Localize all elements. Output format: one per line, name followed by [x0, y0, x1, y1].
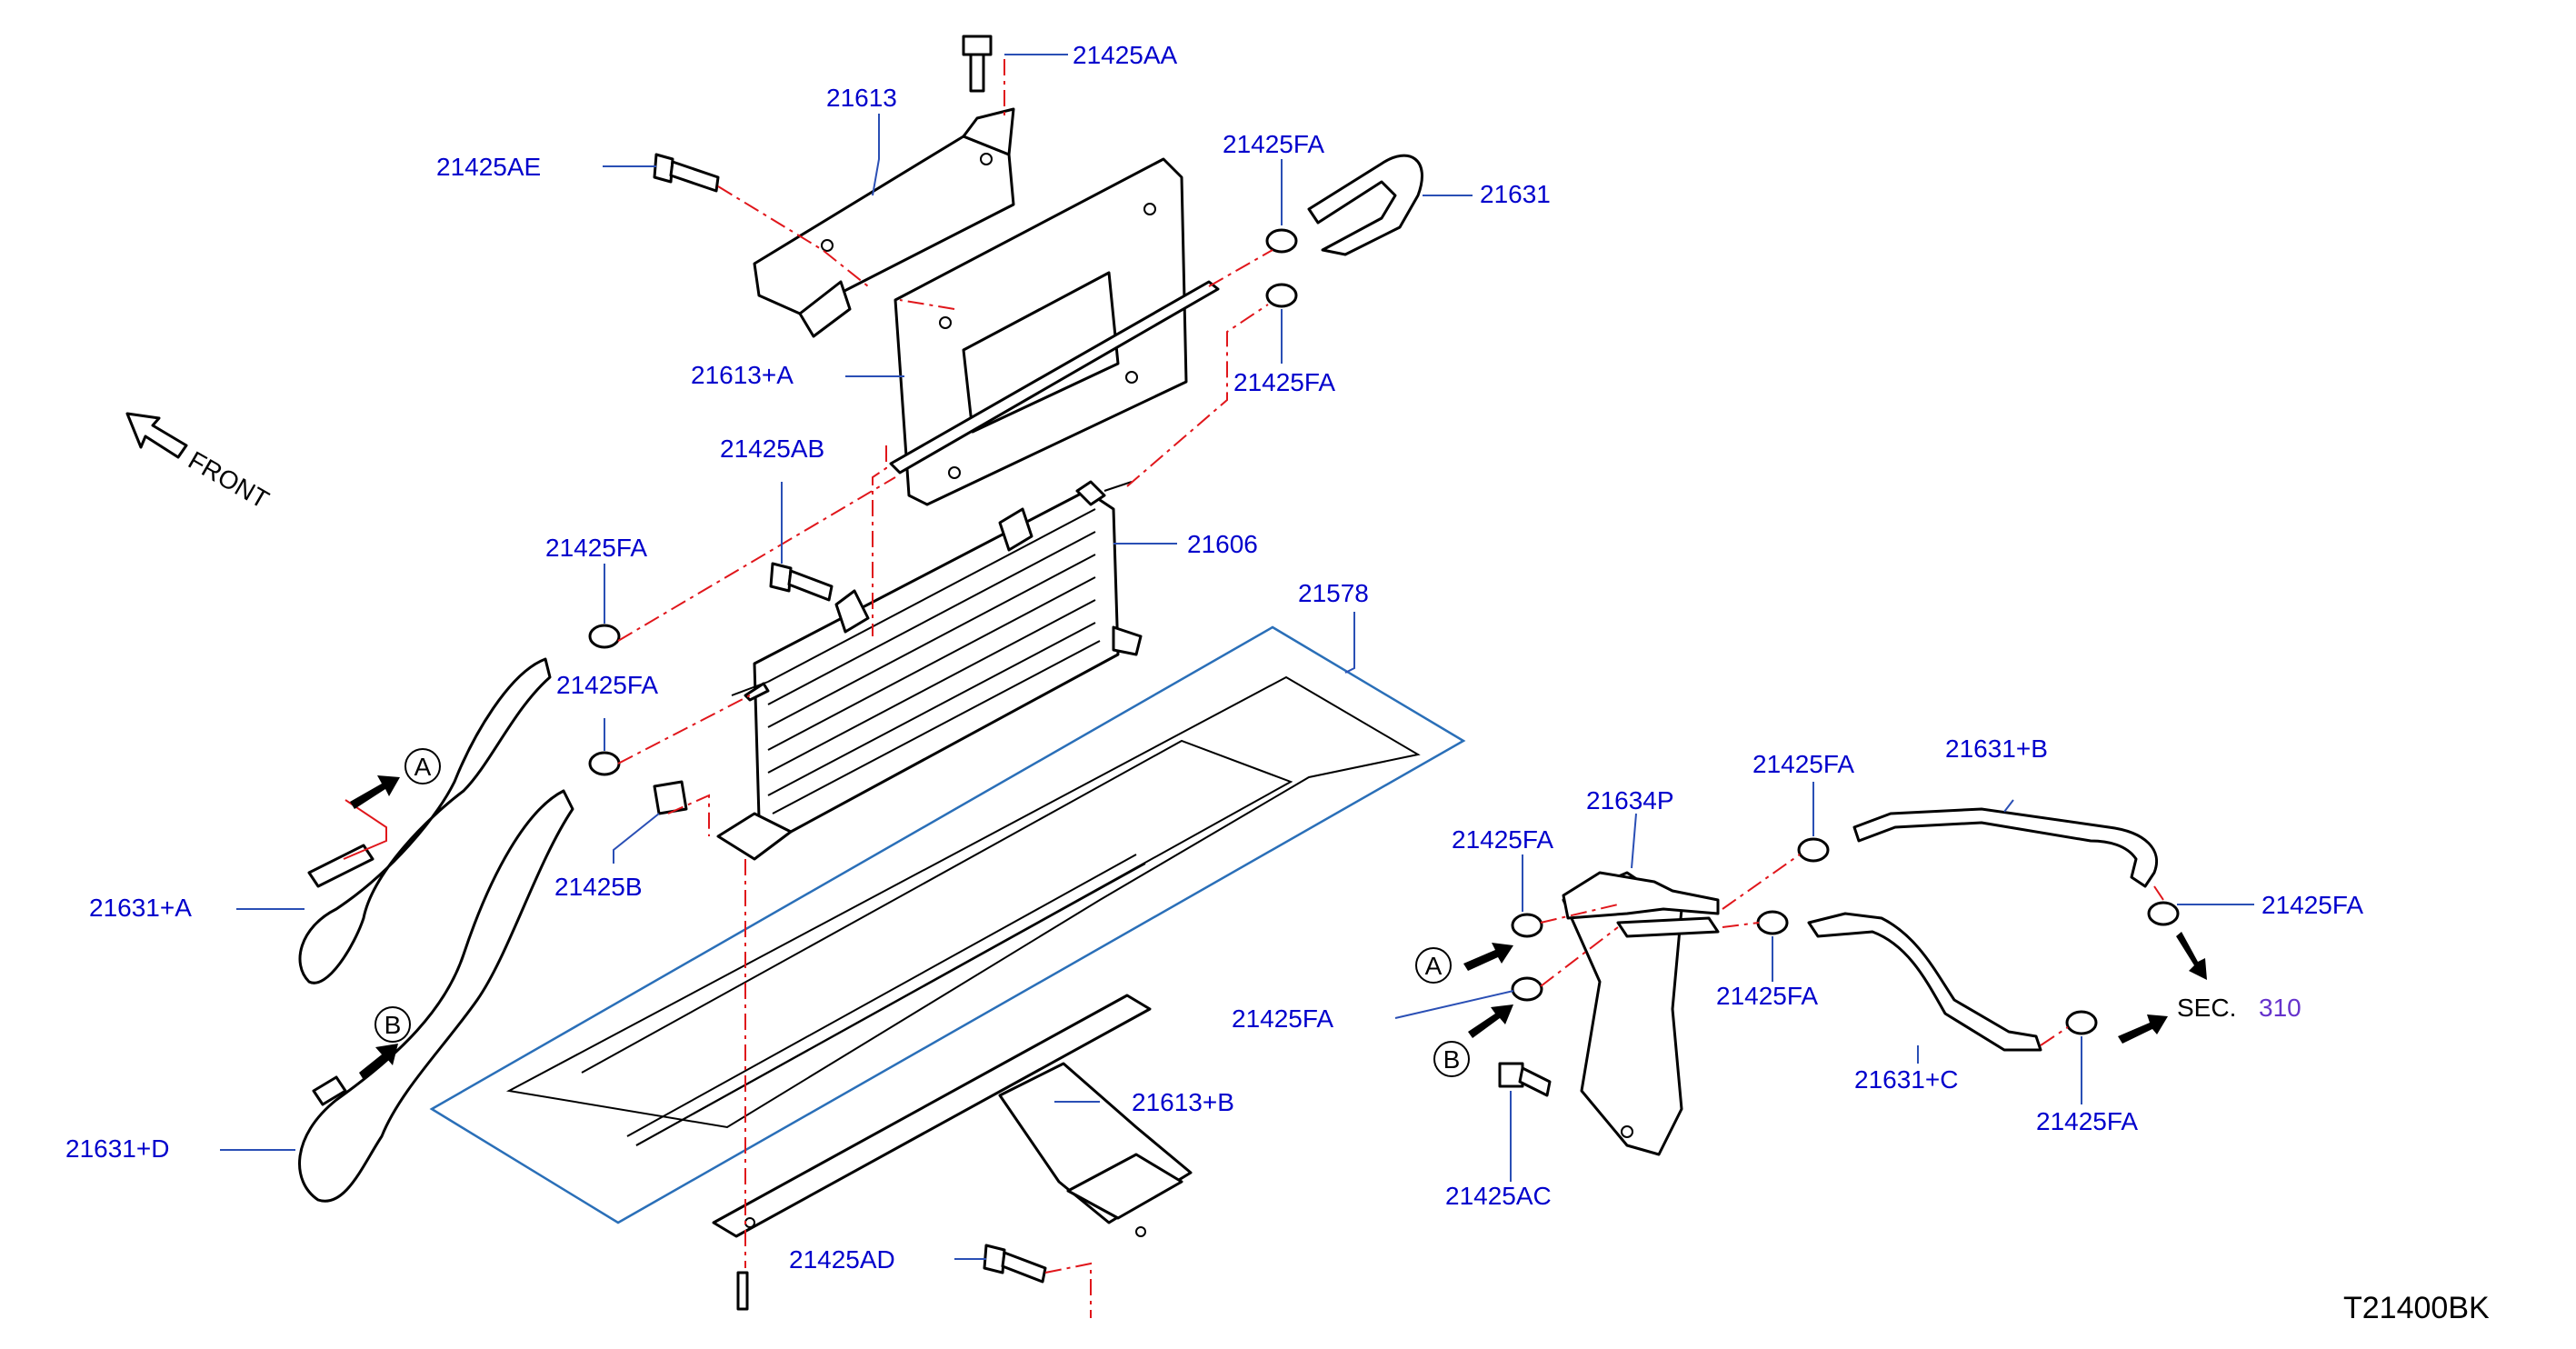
hose-21631b	[1852, 807, 2158, 888]
clamp-icon	[1265, 228, 1298, 254]
label-21613a: 21613+A	[691, 361, 794, 389]
label-21425fa-top: 21425FA	[1223, 130, 1324, 158]
callout-b-right: B	[1433, 1041, 1470, 1077]
clamp-icon	[1265, 283, 1298, 308]
label-21425fa-r1: 21425FA	[1452, 825, 1553, 854]
clamp-icon	[2147, 901, 2180, 926]
callout-a-left: A	[404, 748, 441, 784]
hose-21631a	[298, 657, 552, 984]
label-21425fa-r3: 21425FA	[2261, 891, 2363, 919]
sec-number: 310	[2259, 994, 2301, 1022]
bolt-21425ab	[769, 562, 834, 602]
hose-21631d	[298, 789, 574, 1203]
leader-lines	[220, 54, 2254, 1260]
flow-arrow-icon	[2118, 1014, 2168, 1044]
clamp-icon	[1756, 910, 1789, 935]
label-21613b: 21613+B	[1132, 1088, 1234, 1116]
bolt-21425ac	[1498, 1062, 1552, 1097]
svg-text:A: A	[1425, 952, 1443, 980]
diagram-code: T21400BK	[2343, 1291, 2490, 1325]
label-21606: 21606	[1187, 530, 1258, 558]
phantom-lines	[343, 59, 2164, 1318]
label-21425ab: 21425AB	[720, 435, 824, 463]
bracket-21613	[753, 107, 1015, 338]
flow-arrow-icon	[350, 775, 400, 809]
under-cover-21578	[429, 625, 1466, 1224]
bolt-21425aa	[962, 35, 993, 93]
bracket-21634p	[1562, 871, 1720, 1156]
label-21425fa-r4: 21425FA	[1232, 1004, 1333, 1033]
label-21634p: 21634P	[1586, 786, 1674, 814]
bracket-21613a	[889, 157, 1220, 506]
bracket-21613b	[712, 994, 1193, 1238]
label-21425b: 21425B	[554, 873, 643, 901]
hose-21631	[1307, 154, 1423, 256]
callout-a-right: A	[1415, 947, 1452, 984]
clamp-icon	[588, 751, 621, 776]
front-arrow-icon	[125, 412, 188, 459]
label-21425ae: 21425AE	[436, 153, 541, 181]
label-21425ac: 21425AC	[1445, 1182, 1552, 1210]
clamp-icon	[1511, 976, 1543, 1002]
callout-b-left: B	[374, 1006, 411, 1043]
flow-arrow-icon	[1468, 1004, 1513, 1038]
label-21631d: 21631+D	[65, 1134, 169, 1163]
label-21425fa-r6: 21425FA	[2036, 1107, 2138, 1135]
flow-arrow-icon	[359, 1044, 398, 1080]
svg-text:A: A	[414, 753, 432, 781]
oil-cooler-21606	[716, 480, 1143, 861]
nut-21425b	[653, 780, 688, 815]
label-21425fa-top2: 21425FA	[1233, 368, 1335, 396]
label-21425aa: 21425AA	[1073, 41, 1178, 69]
label-21613: 21613	[826, 84, 897, 112]
label-21425fa-r2: 21425FA	[1752, 750, 1854, 778]
front-label: FRONT	[184, 445, 274, 514]
bolt-21425ad	[736, 1244, 1047, 1311]
clamp-icon	[2065, 1010, 2098, 1035]
label-21631: 21631	[1480, 180, 1551, 208]
label-21425ad: 21425AD	[789, 1245, 895, 1274]
hose-21631c	[1807, 912, 2042, 1052]
flow-arrow-icon	[1463, 943, 1513, 971]
clamp-icon	[1511, 913, 1543, 938]
svg-text:B: B	[384, 1011, 402, 1039]
clamp-icon	[1797, 837, 1830, 863]
label-21631c: 21631+C	[1854, 1065, 1958, 1094]
clamp-icon	[588, 624, 621, 649]
label-21578: 21578	[1298, 579, 1369, 607]
label-21425fa-left2: 21425FA	[556, 671, 658, 699]
bolt-21425ae	[653, 153, 720, 193]
flow-arrow-icon	[2176, 932, 2207, 980]
svg-text:B: B	[1443, 1045, 1461, 1074]
sec-label: SEC.	[2177, 994, 2236, 1022]
label-21425fa-r5: 21425FA	[1716, 982, 1818, 1010]
label-21631b: 21631+B	[1945, 734, 2048, 763]
label-21631a: 21631+A	[89, 894, 192, 922]
label-21425fa-left1: 21425FA	[545, 534, 647, 562]
